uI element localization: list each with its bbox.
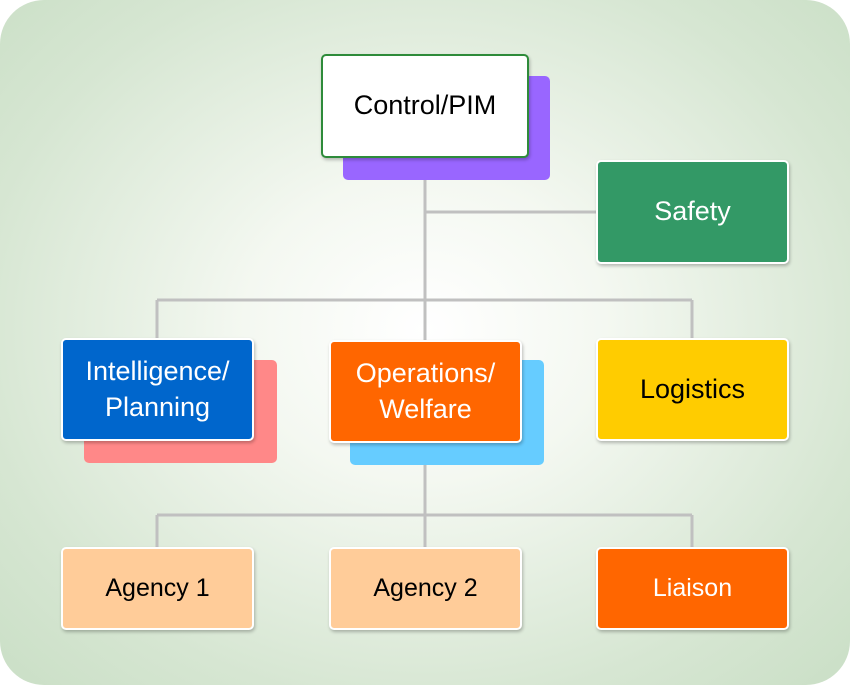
operations-welfare-label: Operations/ Welfare [355,358,496,424]
liaison-box: Liaison [596,547,789,630]
agency-1-label: Agency 1 [105,574,210,603]
agency-1-box: Agency 1 [61,547,254,630]
control-pim-box: Control/PIM [321,54,529,158]
control-pim-label: Control/PIM [353,90,497,121]
safety-label: Safety [654,196,731,227]
intelligence-planning-label: Intelligence/ Planning [85,356,230,422]
logistics-label: Logistics [639,373,746,404]
agency-2-box: Agency 2 [329,547,522,630]
operations-welfare-box: Operations/ Welfare [329,340,522,443]
intelligence-planning-box: Intelligence/ Planning [61,338,254,441]
agency-2-label: Agency 2 [373,574,478,603]
logistics-box: Logistics [596,338,789,441]
safety-box: Safety [596,160,789,264]
liaison-label: Liaison [652,574,733,603]
